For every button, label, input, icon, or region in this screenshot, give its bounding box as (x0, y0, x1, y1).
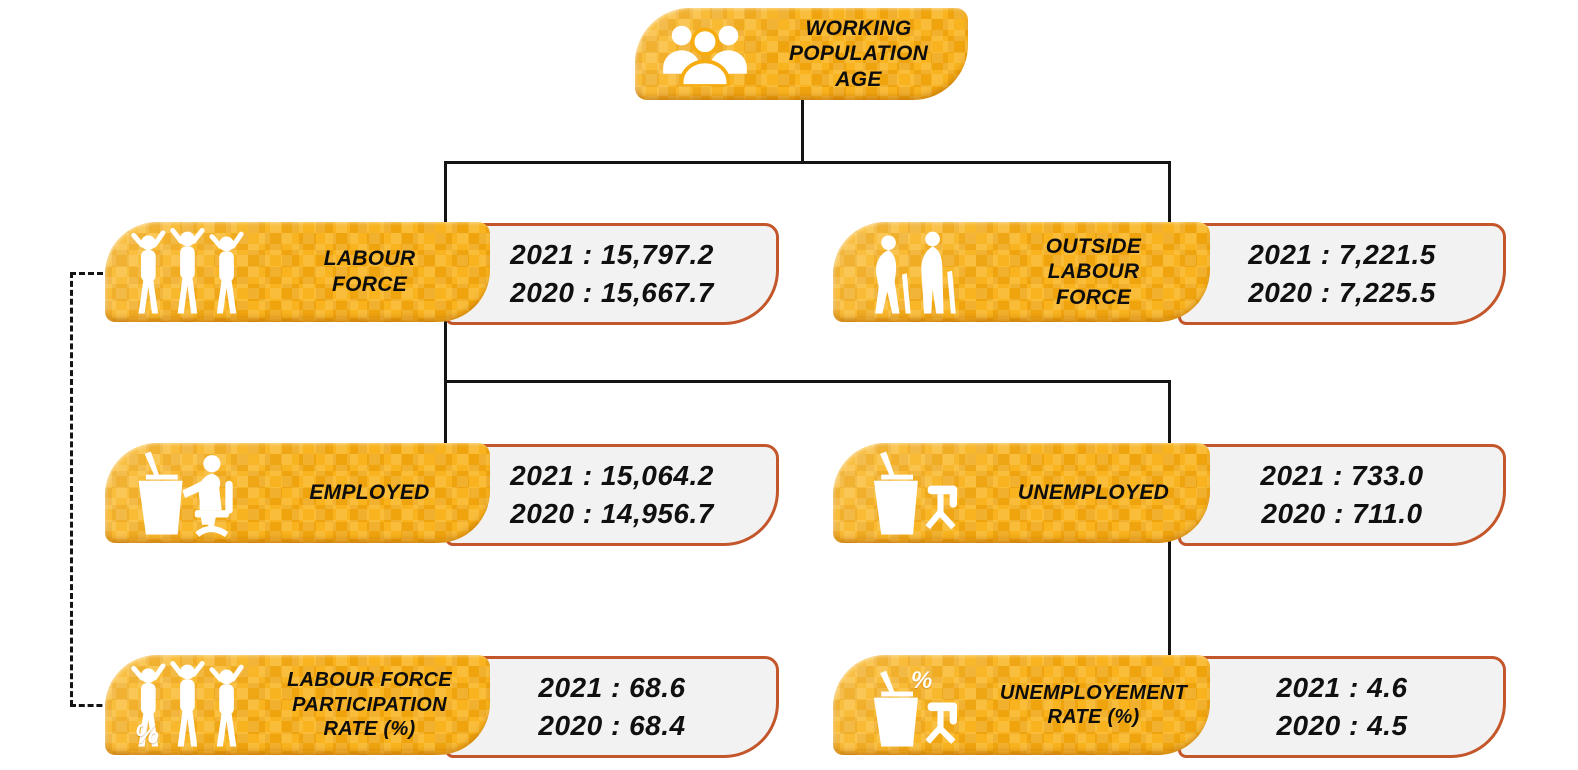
unemployed-label: UNEMPLOYED (1017, 481, 1170, 505)
labour-force-values-panel: 2021 : 15,797.2 2020 : 15,667.7 (445, 223, 779, 325)
node-unemployed: 2021 : 733.0 2020 : 711.0 UNEMPLOYED (833, 443, 1506, 546)
unemployment-rate-values-panel: 2021 : 4.6 2020 : 4.5 (1178, 656, 1506, 758)
connector-unemployed-drop (1168, 380, 1171, 444)
unemployment-rate-badge: % UNEMPLOYEMENT RATE (%) (833, 655, 1210, 755)
connector-dashed-bottom (70, 704, 120, 707)
outside-labour-force-value-2020: 2020 : 7,225.5 (1248, 276, 1436, 308)
labour-force-label: LABOUR FORCE (323, 247, 416, 296)
percent-symbol: % (135, 719, 160, 749)
node-outside-labour-force: 2021 : 7,221.5 2020 : 7,225.5 OUTSIDE LA… (833, 222, 1506, 325)
percent-symbol: % (911, 667, 933, 694)
participation-rate-badge: % LABOUR FORCE PARTICIPATION RATE ( (105, 655, 490, 755)
employed-value-2020: 2020 : 14,956.7 (510, 497, 714, 529)
outside-labour-force-value-2021: 2021 : 7,221.5 (1248, 239, 1436, 271)
unemployed-value-2021: 2021 : 733.0 (1260, 460, 1424, 492)
labour-force-value-2021: 2021 : 15,797.2 (510, 239, 714, 271)
empty-desk-icon (833, 449, 993, 537)
connector-labour-force-drop (444, 161, 447, 224)
working-population-age-badge: WORKING POPULATION AGE (635, 8, 968, 100)
employed-values-panel: 2021 : 15,064.2 2020 : 14,956.7 (445, 444, 779, 546)
cheering-people-percent-icon (105, 661, 265, 749)
connector-level2-horizontal (444, 380, 1171, 383)
elderly-couple-icon (833, 228, 993, 316)
labour-force-value-2020: 2020 : 15,667.7 (510, 276, 714, 308)
person-at-desk-icon (105, 449, 265, 537)
node-unemployement-rate: 2021 : 4.6 2020 : 4.5 % UNEMPLOYEMENT RA… (833, 655, 1506, 758)
connector-outside-labour-force-drop (1168, 161, 1171, 224)
node-labour-force-participation-rate: 2021 : 68.6 2020 : 68.4 % (105, 655, 779, 758)
labour-force-badge: LABOUR FORCE (105, 222, 490, 322)
connector-root-vertical (801, 100, 804, 163)
participation-rate-values-panel: 2021 : 68.6 2020 : 68.4 (445, 656, 779, 758)
node-labour-force: 2021 : 15,797.2 2020 : 15,667.7 (105, 222, 779, 325)
unemployed-values-panel: 2021 : 733.0 2020 : 711.0 (1178, 444, 1506, 546)
cheering-people-icon (105, 228, 265, 316)
outside-labour-force-label: OUTSIDE LABOUR FORCE (1045, 234, 1142, 309)
unemployment-rate-value-2020: 2020 : 4.5 (1276, 709, 1408, 741)
participation-rate-value-2021: 2021 : 68.6 (538, 672, 686, 704)
connector-dashed-top (70, 272, 112, 275)
working-population-age-label: WORKING POPULATION AGE (788, 16, 929, 91)
connector-dashed-vertical (70, 272, 73, 706)
connector-level1-horizontal (444, 161, 1171, 164)
employed-label: EMPLOYED (309, 481, 430, 505)
participation-rate-value-2020: 2020 : 68.4 (538, 709, 686, 741)
node-employed: 2021 : 15,064.2 2020 : 14,956.7 (105, 443, 779, 546)
connector-unemployed-to-rate (1168, 541, 1171, 655)
employed-value-2021: 2021 : 15,064.2 (510, 460, 714, 492)
node-working-population-age: WORKING POPULATION AGE (635, 8, 968, 100)
people-group-icon (635, 22, 775, 86)
unemployment-rate-value-2021: 2021 : 4.6 (1276, 672, 1408, 704)
unemployed-badge: UNEMPLOYED (833, 443, 1210, 543)
outside-labour-force-badge: OUTSIDE LABOUR FORCE (833, 222, 1210, 322)
empty-desk-percent-icon (833, 661, 993, 749)
outside-labour-force-values-panel: 2021 : 7,221.5 2020 : 7,225.5 (1178, 223, 1506, 325)
unemployment-rate-label: UNEMPLOYEMENT RATE (%) (999, 681, 1188, 728)
participation-rate-label: LABOUR FORCE PARTICIPATION RATE (%) (287, 669, 452, 741)
unemployed-value-2020: 2020 : 711.0 (1261, 497, 1423, 529)
employed-badge: EMPLOYED (105, 443, 490, 543)
